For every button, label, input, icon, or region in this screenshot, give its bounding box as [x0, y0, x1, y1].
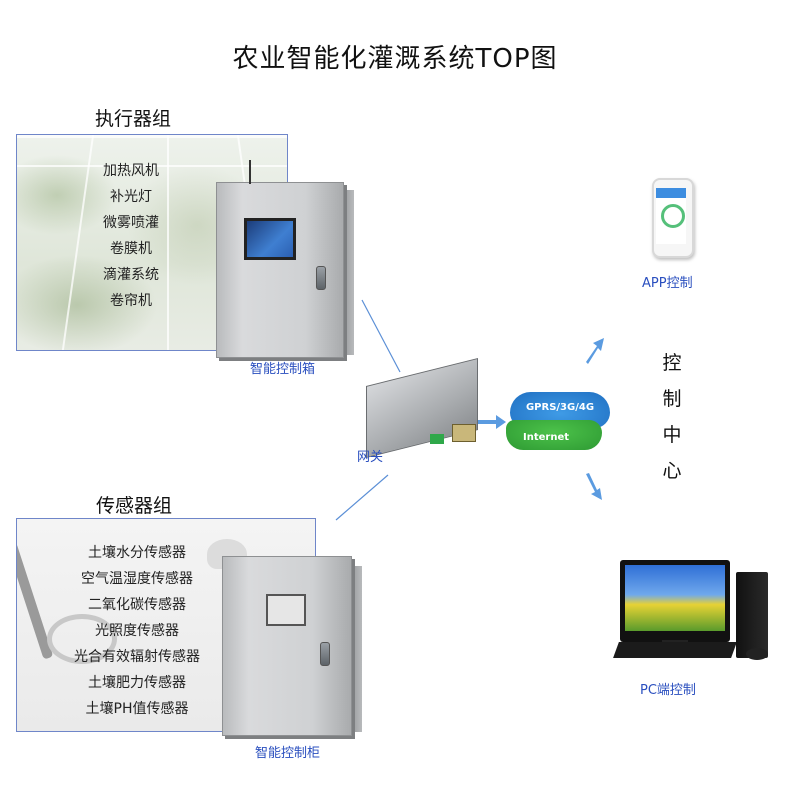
internet-cloud-icon: [506, 420, 602, 450]
sensor-item: 土壤肥力传感器: [88, 675, 186, 691]
network-label: GPRS/3G/4G: [525, 402, 595, 413]
gateway-label: 网关: [357, 450, 384, 465]
executor-item: 补光灯: [110, 189, 152, 205]
sensor-group-label: 传感器组: [96, 495, 173, 517]
sensor-item: 光照度传感器: [95, 623, 179, 639]
control-center-char: 控: [662, 352, 682, 374]
lock-icon: [320, 642, 330, 666]
line-cabinet-to-gateway: [335, 474, 389, 521]
control-center-char: 制: [662, 388, 682, 410]
control-center-char: 中: [662, 424, 682, 446]
terminal-block-icon: [430, 434, 444, 444]
executor-item: 加热风机: [103, 163, 159, 179]
control-cabinet-label: 智能控制柜: [255, 746, 321, 761]
sensor-item: 空气温湿度传感器: [81, 571, 193, 587]
executor-item: 滴灌系统: [103, 267, 159, 283]
internet-label: Internet: [522, 432, 569, 443]
line-box-to-gateway: [361, 299, 401, 373]
serial-port-icon: [452, 424, 476, 442]
page-title: 农业智能化灌溉系统TOP图: [232, 44, 558, 74]
arrow-up-right-icon: [586, 338, 604, 364]
executor-item: 微雾喷灌: [103, 215, 159, 231]
app-label: APP控制: [642, 276, 693, 291]
pc-label: PC端控制: [640, 683, 696, 698]
sensor-item: 土壤PH值传感器: [85, 701, 189, 717]
sensor-item: 土壤水分传感器: [88, 545, 186, 561]
control-cabinet-image: [222, 556, 352, 736]
executor-item: 卷帘机: [110, 293, 152, 309]
gauge-icon: [661, 204, 685, 228]
lock-icon: [316, 266, 326, 290]
arrow-gateway-to-cloud: [478, 415, 506, 429]
cable-icon: [47, 614, 117, 664]
meter-panel-icon: [266, 594, 306, 626]
sensor-item: 光合有效辐射传感器: [74, 649, 200, 665]
control-box-label: 智能控制箱: [250, 362, 316, 377]
touch-screen-icon: [244, 218, 296, 260]
arrow-down-right-icon: [586, 473, 602, 500]
executor-group-label: 执行器组: [95, 108, 172, 130]
pc-tower-icon: [736, 572, 768, 658]
antenna-icon: [249, 160, 251, 184]
control-center-char: 心: [662, 460, 682, 482]
executor-item: 卷膜机: [110, 241, 152, 257]
sensor-item: 二氧化碳传感器: [88, 597, 186, 613]
mouse-icon: [746, 648, 768, 660]
monitor-screen: [625, 565, 725, 631]
keyboard-icon: [613, 642, 737, 658]
